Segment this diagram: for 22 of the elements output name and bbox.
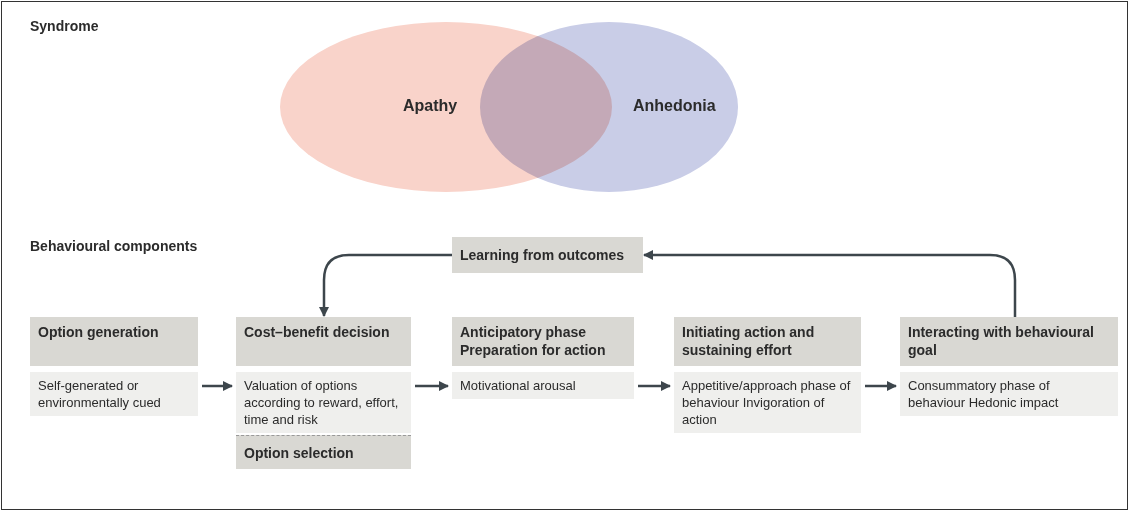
stage-heading: Option generation xyxy=(30,317,198,366)
stage-heading: Initiating action and sustaining effort xyxy=(674,317,861,366)
stage-description: Self-generated or environmentally cued xyxy=(30,372,198,416)
stage-heading: Anticipatory phase Preparation for action xyxy=(452,317,634,366)
arrow xyxy=(643,250,1017,317)
stage-heading: Cost–benefit decision xyxy=(236,317,411,366)
arrow xyxy=(202,381,233,391)
arrow xyxy=(865,381,897,391)
stage-heading: Interacting with behavioural goal xyxy=(900,317,1118,366)
stage-description: Consummatory phase of behaviour Hedonic impact xyxy=(900,372,1118,416)
section-heading: Syndrome xyxy=(30,18,99,34)
process-box: Learning from outcomes xyxy=(452,237,643,273)
stage-description: Valuation of options according to reward, effort, time and risk xyxy=(236,372,411,433)
stage-description: Appetitive/approach phase of behaviour Invigoration of action xyxy=(674,372,861,433)
stage-description: Motivational arousal xyxy=(452,372,634,399)
section-heading: Behavioural components xyxy=(30,238,198,254)
arrow xyxy=(415,381,449,391)
arrow xyxy=(319,253,452,317)
stage-heading: Option selection xyxy=(236,435,411,469)
set-label: Anhedonia xyxy=(633,97,716,115)
set-label: Apathy xyxy=(403,97,458,115)
arrow xyxy=(638,381,671,391)
